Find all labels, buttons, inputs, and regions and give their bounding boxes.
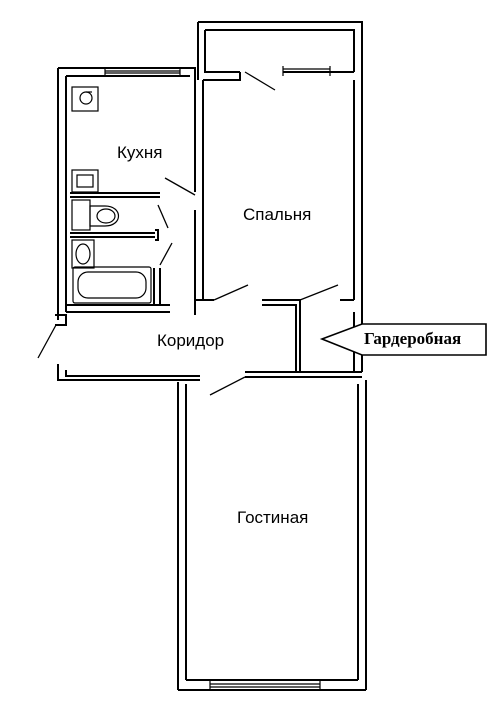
bath-door	[159, 242, 173, 266]
stove-icon	[71, 86, 99, 112]
living-door	[209, 376, 246, 396]
wardrobe-callout: Гардеробная	[319, 323, 487, 356]
callout-label-wardrobe: Гардеробная	[364, 329, 461, 348]
room-label-bedroom: Спальня	[243, 205, 311, 224]
outer-walls	[57, 21, 367, 691]
wardrobe-door	[299, 284, 339, 301]
toilet-tank-icon	[71, 199, 91, 231]
room-label-living: Гостиная	[237, 508, 308, 527]
arrow-icon	[319, 323, 487, 356]
room-label-corridor: Коридор	[157, 331, 224, 350]
fixtures	[71, 86, 152, 304]
toilet-icon	[89, 205, 120, 227]
balcony-door	[244, 71, 276, 91]
room-label-kitchen: Кухня	[117, 143, 163, 162]
bathtub-icon	[72, 266, 152, 304]
washbasin-icon	[71, 239, 95, 269]
sink-icon	[71, 169, 99, 193]
doors	[37, 71, 339, 396]
bedroom-door	[213, 284, 249, 301]
kitchen-door	[164, 177, 196, 196]
toilet-door	[157, 204, 169, 229]
entrance-door	[37, 324, 57, 359]
interior-walls	[55, 72, 354, 372]
windows	[104, 66, 331, 690]
